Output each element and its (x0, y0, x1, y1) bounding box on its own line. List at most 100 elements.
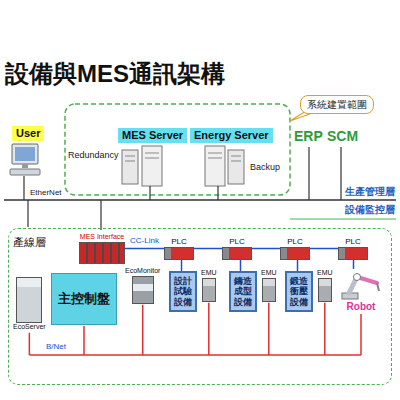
server-slot (231, 161, 241, 162)
bnet-drop (208, 303, 210, 355)
server-slot (208, 153, 222, 154)
network-label: B/Net (46, 342, 66, 352)
device-label: EMU (201, 269, 217, 278)
label-holder: B/Net (46, 342, 66, 352)
label-holder: SCM (327, 128, 358, 145)
device-body (202, 278, 216, 302)
bnet-bus (29, 354, 361, 356)
emu-device: EMU (317, 269, 333, 302)
robot-space (339, 269, 383, 301)
device-label: PLC (171, 237, 187, 247)
bnet-drop (360, 314, 362, 355)
robot-gripper (377, 283, 379, 291)
user-drop-line (23, 176, 24, 200)
label-holder: EtherNet (30, 188, 62, 198)
plc-module: PLC (280, 237, 310, 260)
callout-text: 系統建置範圍 (307, 98, 367, 111)
backup-label: Backup (250, 162, 280, 173)
bnet-drop (268, 303, 270, 355)
device-body (132, 276, 154, 304)
server-slot (125, 156, 135, 157)
server-drop-line (149, 186, 150, 200)
keyboard-icon (10, 169, 40, 175)
server-slot (208, 158, 222, 159)
connector-line (125, 248, 164, 250)
diagram-title: 設備與MES通訊架構 (5, 60, 225, 89)
robot-text: Robot (347, 301, 376, 313)
server-slot (145, 153, 159, 154)
edge-label: CC-Link (129, 236, 160, 246)
label-holder: ERP (294, 128, 323, 145)
device-body (79, 242, 125, 264)
robot-unit: Robot (339, 269, 383, 313)
system-label: SCM (327, 128, 358, 145)
label-holder: 生產管理層 (345, 186, 395, 198)
server-tag: Energy Server (190, 128, 273, 143)
emu-device: EMU (261, 269, 277, 302)
connector-line (240, 260, 242, 271)
server-icon (122, 150, 138, 184)
device-body (318, 278, 332, 302)
layer-label: 生產管理層 (345, 186, 395, 198)
bnet-drop (29, 333, 31, 355)
server-slot (125, 161, 135, 162)
panel-text: 主控制盤 (58, 290, 110, 308)
device-label: PLC (229, 237, 245, 247)
equipment-box: 設計試驗設備 (169, 271, 197, 312)
tag-text: User (16, 127, 40, 140)
connector-line (297, 260, 299, 271)
equipment-text: 設計試驗設備 (174, 276, 192, 307)
equipment-box: 鑄造成型設備 (229, 271, 257, 312)
monitor-screen (15, 147, 35, 161)
network-label: EtherNet (30, 188, 62, 198)
user-tag: User (12, 126, 44, 141)
device-body (164, 247, 194, 260)
title-holder: 設備與MES通訊架構 (5, 60, 225, 89)
device-label: EMU (261, 269, 277, 278)
connector-line (310, 248, 338, 250)
device-label: PLC (345, 237, 361, 247)
plc-module: PLC (338, 237, 368, 260)
device-label: EcoServer (13, 323, 46, 332)
emu-device: EMU (201, 269, 217, 302)
main-control-panel: 主控制盤 (51, 273, 117, 325)
device-label: PLC (287, 237, 303, 247)
ethernet-bus (4, 199, 396, 201)
plc-module: PLC (164, 237, 194, 260)
plc-module: PLC (222, 237, 252, 260)
line-layer-region: 產線層 MES Interface PLC PLC PLC PLC 主控制盤 EcoMonit… (8, 228, 392, 385)
server-icon (205, 146, 225, 186)
monitor-icon (12, 144, 38, 164)
robot-joint (354, 274, 361, 281)
label-holder: Redundancy (68, 150, 119, 161)
bnet-drop (83, 326, 85, 355)
connector-line (194, 248, 222, 250)
region-heading: 產線層 (13, 236, 46, 249)
device-label: MES Interface (80, 233, 124, 242)
mes-interface-module: MES Interface (79, 233, 125, 264)
system-label: ERP (294, 128, 323, 145)
equipment-box: 鍛造衝壓設備 (285, 271, 313, 312)
ecoserver-device: EcoServer (13, 277, 46, 332)
device-body (16, 277, 42, 323)
label-holder: 設備監控層 (345, 204, 395, 216)
system-scope-region (65, 104, 290, 195)
erp-drop-line (308, 147, 309, 200)
device-body (280, 247, 310, 260)
connector-line (353, 260, 355, 269)
device-body (338, 247, 368, 260)
monitor-stand (22, 164, 28, 168)
device-label: EMU (317, 269, 333, 278)
bnet-drop (142, 305, 144, 355)
server-drop-line (217, 186, 218, 200)
edge-label-holder: CC-Link (129, 236, 160, 246)
server-tag: MES Server (118, 128, 187, 143)
label-holder: Backup (250, 162, 280, 173)
redundancy-label: Redundancy (68, 150, 119, 161)
server-slot (145, 158, 159, 159)
device-label: EcoMonitor (125, 267, 160, 276)
layer-divider (290, 218, 396, 219)
bnet-drop (324, 303, 326, 355)
device-body (222, 247, 252, 260)
line-layer-drop (27, 200, 28, 227)
